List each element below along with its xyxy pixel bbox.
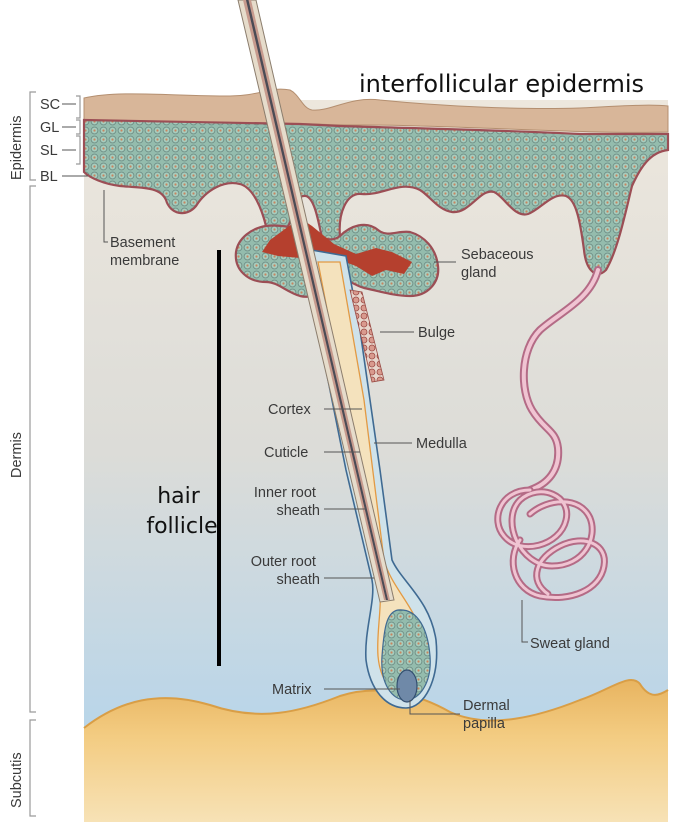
stratum-sc-label: SC [40, 97, 60, 113]
dermal-papilla-leader [409, 700, 460, 715]
hair-follicle-label: hair follicle [146, 484, 217, 539]
bulge-cells [349, 289, 385, 383]
subcutis-bracket [29, 719, 36, 817]
stratum-brackets [76, 95, 81, 165]
sweat-gland-label: Sweat gland [530, 636, 610, 652]
sweat-gland-leader [521, 600, 528, 643]
epidermis-bracket [29, 91, 36, 181]
hair-medulla [246, 0, 388, 600]
subcutis-label: Subcutis [9, 752, 25, 808]
dermis-bracket [29, 185, 36, 713]
sweat-gland-coil-inner [496, 488, 606, 599]
dermis-label: Dermis [9, 432, 25, 478]
epidermis-cells [82, 118, 670, 275]
dermal-papilla [396, 669, 418, 703]
dermal-papilla-label: Dermal papilla [463, 698, 514, 732]
basement-membrane-leader [103, 190, 108, 243]
stratum-gl-label: GL [40, 120, 59, 136]
inner-root-sheath-label: Inner root sheath [254, 485, 320, 519]
bulge-label: Bulge [418, 325, 455, 341]
matrix-label: Matrix [272, 682, 312, 698]
outer-root-sheath-label: Outer root sheath [251, 554, 320, 588]
stratum-sl-label: SL [40, 143, 58, 159]
medulla-label: Medulla [416, 436, 468, 452]
cuticle-label: Cuticle [264, 445, 308, 461]
subcutis-fat [84, 680, 668, 822]
basement-membrane-label: Basement membrane [110, 235, 179, 269]
stratum-corneum [83, 88, 669, 133]
interfollicular-epidermis-heading: interfollicular epidermis [359, 70, 644, 98]
epidermis-label: Epidermis [9, 116, 25, 180]
cortex-label: Cortex [268, 402, 311, 418]
sebaceous-gland-label: Sebaceous gland [461, 247, 538, 281]
sweat-gland-duct-inner [521, 268, 600, 492]
stratum-bl-label: BL [40, 169, 58, 185]
subcutis-edge [83, 679, 669, 729]
